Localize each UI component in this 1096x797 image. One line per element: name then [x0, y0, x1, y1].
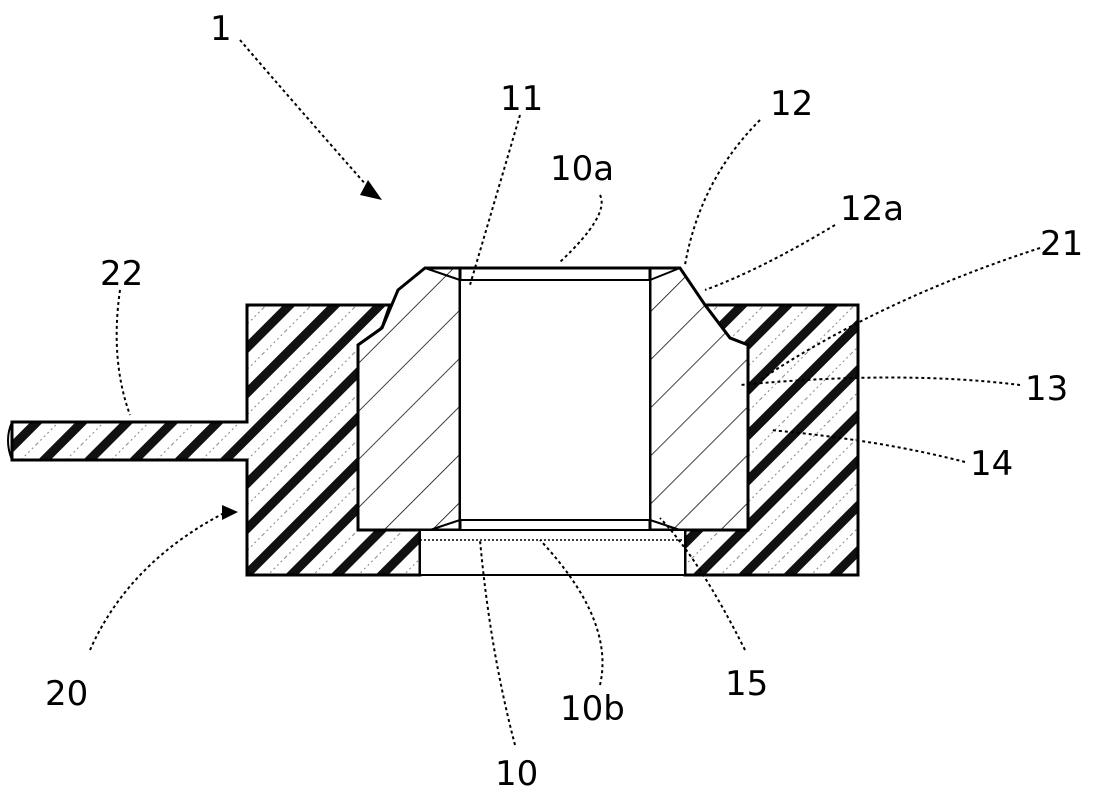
label-13: 13: [1025, 369, 1068, 409]
label-10b: 10b: [560, 689, 625, 729]
label-12a: 12a: [840, 189, 904, 229]
label-21: 21: [1040, 224, 1083, 264]
label-10: 10: [495, 754, 538, 794]
label-1: 1: [210, 9, 232, 49]
label-12: 12: [770, 84, 813, 124]
label-22: 22: [100, 254, 143, 294]
leader-lines: [89, 39, 1041, 746]
label-15: 15: [725, 664, 768, 704]
label-11: 11: [500, 79, 543, 119]
label-20: 20: [45, 674, 88, 714]
label-10a: 10a: [550, 149, 614, 189]
reference-labels: 1 11 12 10a 12a 21 22 13 14 20 15 10b 10: [45, 9, 1083, 794]
label-14: 14: [970, 444, 1013, 484]
